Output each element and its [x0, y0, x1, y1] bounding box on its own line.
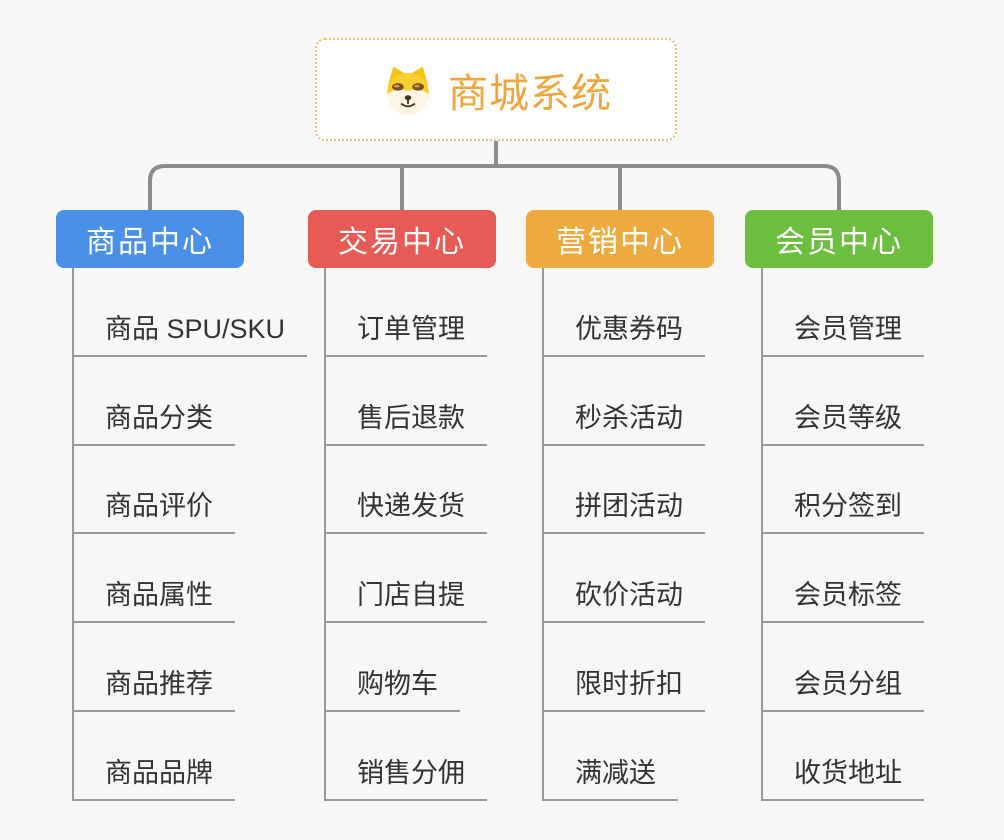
- branch-marketing-center: 营销中心 优惠券码 秒杀活动 拼团活动 砍价活动 限时折扣 满减送: [526, 0, 714, 840]
- branch-header-trade-center[interactable]: 交易中心: [308, 210, 496, 268]
- leaf-node[interactable]: 会员标签: [761, 577, 924, 623]
- root-title: 商城系统: [448, 71, 612, 116]
- leaf-node[interactable]: 快递发货: [324, 488, 487, 534]
- leaf-node[interactable]: 会员等级: [761, 400, 924, 446]
- leaf-node[interactable]: 会员管理: [761, 311, 924, 357]
- branch-header-member-center[interactable]: 会员中心: [745, 210, 933, 268]
- leaf-node[interactable]: 会员分组: [761, 666, 924, 712]
- leaf-node[interactable]: 砍价活动: [542, 577, 705, 623]
- leaf-node[interactable]: 限时折扣: [542, 666, 705, 712]
- leaf-node[interactable]: 商品属性: [72, 577, 235, 623]
- leaf-node[interactable]: 拼团活动: [542, 488, 705, 534]
- leaf-node[interactable]: 积分签到: [761, 488, 924, 534]
- leaf-node[interactable]: 优惠券码: [542, 311, 705, 357]
- branch-header-marketing-center[interactable]: 营销中心: [526, 210, 714, 268]
- leaf-node[interactable]: 订单管理: [324, 311, 487, 357]
- dog-face-icon: [380, 64, 436, 116]
- leaf-node[interactable]: 商品推荐: [72, 666, 235, 712]
- leaf-node[interactable]: 购物车: [324, 666, 460, 712]
- leaf-node[interactable]: 商品评价: [72, 488, 235, 534]
- branch-member-center: 会员中心 会员管理 会员等级 积分签到 会员标签 会员分组 收货地址: [745, 0, 933, 840]
- leaf-node[interactable]: 秒杀活动: [542, 400, 705, 446]
- branch-rail-line: [148, 164, 841, 210]
- leaf-node[interactable]: 商品 SPU/SKU: [72, 311, 308, 357]
- branch-header-product-center[interactable]: 商品中心: [56, 210, 244, 268]
- branch-trade-center: 交易中心 订单管理 售后退款 快递发货 门店自提 购物车 销售分佣: [308, 0, 496, 840]
- leaf-node[interactable]: 收货地址: [761, 755, 924, 801]
- leaf-node[interactable]: 门店自提: [324, 577, 487, 623]
- root-node[interactable]: 商城系统: [315, 38, 677, 141]
- leaf-node[interactable]: 满减送: [542, 755, 678, 801]
- leaf-node[interactable]: 售后退款: [324, 400, 487, 446]
- leaf-node[interactable]: 商品品牌: [72, 755, 235, 801]
- branch-product-center: 商品中心 商品 SPU/SKU 商品分类 商品评价 商品属性 商品推荐 商品品牌: [56, 0, 308, 840]
- leaf-node[interactable]: 商品分类: [72, 400, 235, 446]
- leaf-node[interactable]: 销售分佣: [324, 755, 487, 801]
